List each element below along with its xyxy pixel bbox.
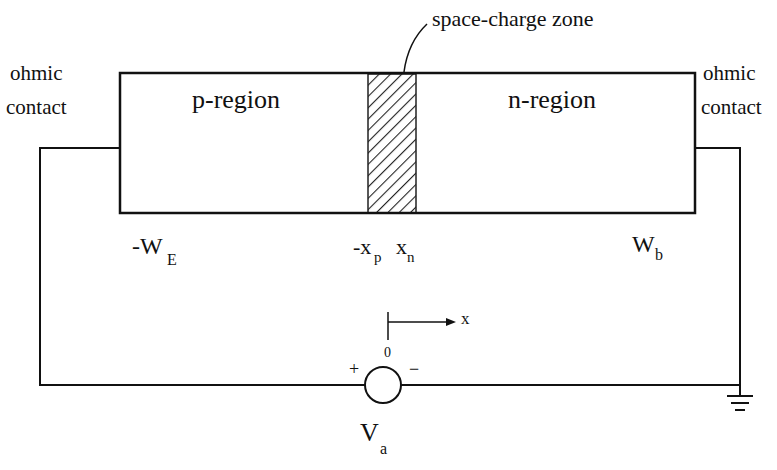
wire [401,148,740,385]
x-axis [388,321,450,323]
contact-label: contact [701,97,762,118]
ground-symbol [727,385,753,410]
axis-arrowhead [446,318,456,326]
position-label: -x [353,236,371,258]
voltage-name: V [360,420,379,446]
subscript: E [167,252,177,268]
position-label: W [632,232,655,256]
callout-label: space-charge zone [432,8,593,30]
axis-origin-tick [387,312,389,340]
position-label: -W [132,234,163,258]
position-label: x [396,236,407,258]
voltage-source [365,367,401,403]
contact-label: contact [6,97,67,118]
space-charge-band [368,74,416,213]
axis-origin: 0 [384,346,391,360]
leader-line [404,24,427,72]
region-label: n-region [508,87,596,113]
subscript: b [655,247,663,263]
polarity-sign: + [349,360,359,378]
subscript: n [407,250,415,265]
device-bar [120,73,695,213]
contact-label: ohmic [703,63,756,84]
contact-label: ohmic [10,63,63,84]
region-area: p-region [122,75,368,211]
wire [40,148,365,385]
polarity-sign: − [409,360,419,378]
subscript: p [374,250,382,265]
axis-name: x [461,310,470,327]
region-area: n-region [416,75,693,211]
subscript: a [380,441,387,457]
region-label: p-region [192,87,280,113]
